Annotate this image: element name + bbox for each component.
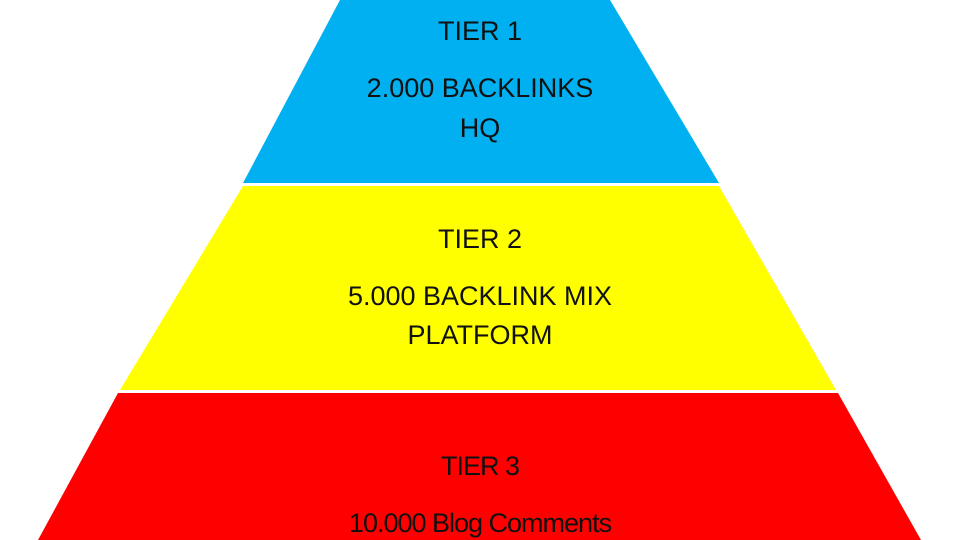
tier-2-line1: 5.000 BACKLINK MIX (347, 281, 613, 311)
tier-1-line2: HQ (459, 113, 501, 143)
tier-1-line1: 2.000 BACKLINKS (366, 73, 594, 103)
tier-2-title: TIER 2 (437, 224, 523, 254)
tier-2-segment (120, 186, 836, 390)
tier-1-title: TIER 1 (437, 16, 523, 46)
tier-1-segment (243, 0, 719, 183)
tier-2-line2: PLATFORM (407, 320, 553, 350)
tier-3-title: TIER 3 (440, 451, 520, 481)
tier-3-segment (38, 393, 921, 540)
tier-3-line1: 10.000 Blog Comments (348, 508, 612, 538)
